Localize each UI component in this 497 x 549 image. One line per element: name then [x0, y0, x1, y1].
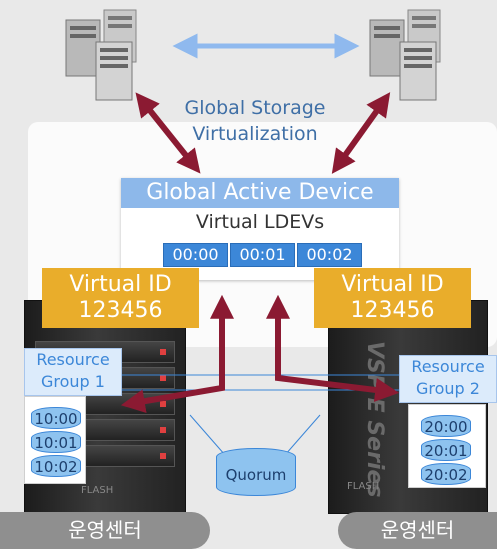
volume-cylinder: 10:02 [31, 455, 81, 477]
volume-cylinder: 20:01 [421, 439, 471, 461]
left-ldev-mapping-arrow [120, 294, 234, 414]
server-icon [95, 41, 133, 101]
resource-group-1-volumes: 10:00 10:01 10:02 [24, 396, 86, 484]
resource-group-1-label: Resource Group 1 [24, 348, 122, 396]
flash-label: FLASH [347, 481, 380, 492]
host-servers-left-icon [65, 9, 137, 101]
gad-title: Global Active Device [121, 178, 399, 208]
resource-group-2-label: Resource Group 2 [399, 355, 497, 403]
volume-cylinder: 20:02 [421, 463, 471, 485]
host-servers-right-icon [369, 9, 441, 101]
resource-group-2-line1: Resource [411, 357, 485, 376]
resource-group-2-volumes: 20:00 20:01 20:02 [408, 404, 486, 488]
storage-label-line2: Virtualization [192, 123, 318, 145]
server-icon [65, 19, 101, 77]
virtual-id-right-label: Virtual ID [341, 272, 444, 297]
resource-group-1-line2: Group 1 [41, 372, 105, 391]
storage-label-line1: Global Storage [184, 97, 326, 119]
virtual-ldevs-title: Virtual LDEVs [195, 211, 325, 233]
ldev-chip: 00:01 [230, 243, 295, 267]
volume-cylinder: 20:00 [421, 415, 471, 437]
flash-label: FLASH [81, 485, 114, 496]
quorum-link-left [189, 414, 226, 456]
data-center-right: 운영센터 [338, 512, 497, 549]
right-ldev-mapping-arrow [266, 294, 400, 402]
data-center-left: 운영센터 [0, 512, 210, 549]
storage-virtualization-label: Global Storage Virtualization [150, 95, 360, 147]
resource-group-1-line1: Resource [36, 350, 110, 369]
ldev-chip: 00:00 [163, 243, 228, 267]
virtual-id-left-label: Virtual ID [69, 272, 172, 297]
volume-cylinder: 10:00 [31, 407, 81, 429]
ldev-chip: 00:02 [297, 243, 362, 267]
server-icon [369, 19, 405, 77]
right-host-path-arrow [331, 92, 391, 174]
volume-cylinder: 10:01 [31, 431, 81, 453]
resource-group-2-line2: Group 2 [416, 379, 480, 398]
left-host-path-arrow [135, 92, 201, 174]
server-icon [399, 41, 437, 101]
quorum-disk: Quorum [216, 448, 296, 496]
quorum-link-right [284, 414, 321, 456]
